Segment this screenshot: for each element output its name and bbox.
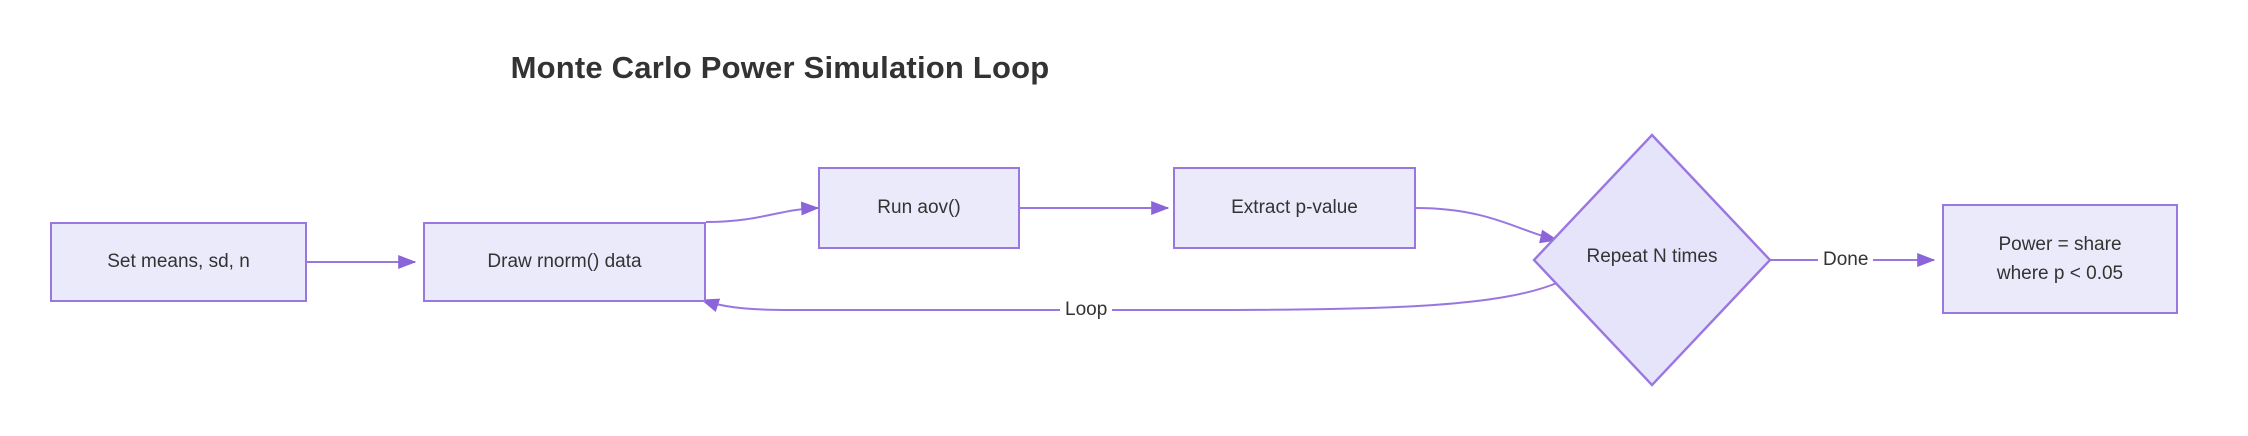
- diamond-shape-icon: [1532, 133, 1772, 387]
- edge-label-loop: Loop: [1060, 299, 1113, 321]
- node-repeat-n[interactable]: Repeat N times: [1532, 133, 1772, 387]
- node-draw-data-label: Draw rnorm() data: [487, 251, 642, 273]
- node-repeat-n-label: Repeat N times: [1586, 246, 1718, 268]
- node-draw-data[interactable]: Draw rnorm() data: [423, 222, 706, 302]
- node-power-result[interactable]: Power = share where p < 0.05: [1942, 204, 2178, 314]
- edge-extract-p-to-repeat-n: [1415, 207, 1559, 244]
- node-set-params[interactable]: Set means, sd, n: [50, 222, 307, 302]
- node-extract-p-label: Extract p-value: [1231, 197, 1358, 219]
- node-run-aov-label: Run aov(): [877, 197, 961, 219]
- node-set-params-label: Set means, sd, n: [107, 251, 250, 273]
- node-run-aov[interactable]: Run aov(): [818, 167, 1020, 249]
- node-power-result-label: Power = share where p < 0.05: [1996, 233, 2124, 284]
- page-title: Monte Carlo Power Simulation Loop: [510, 50, 1050, 85]
- edge-draw-data-to-run-aov: [705, 201, 820, 223]
- node-extract-p[interactable]: Extract p-value: [1173, 167, 1416, 249]
- edge-label-done: Done: [1818, 249, 1874, 271]
- edge-repeat-n-to-draw-data-loop: [700, 282, 1558, 312]
